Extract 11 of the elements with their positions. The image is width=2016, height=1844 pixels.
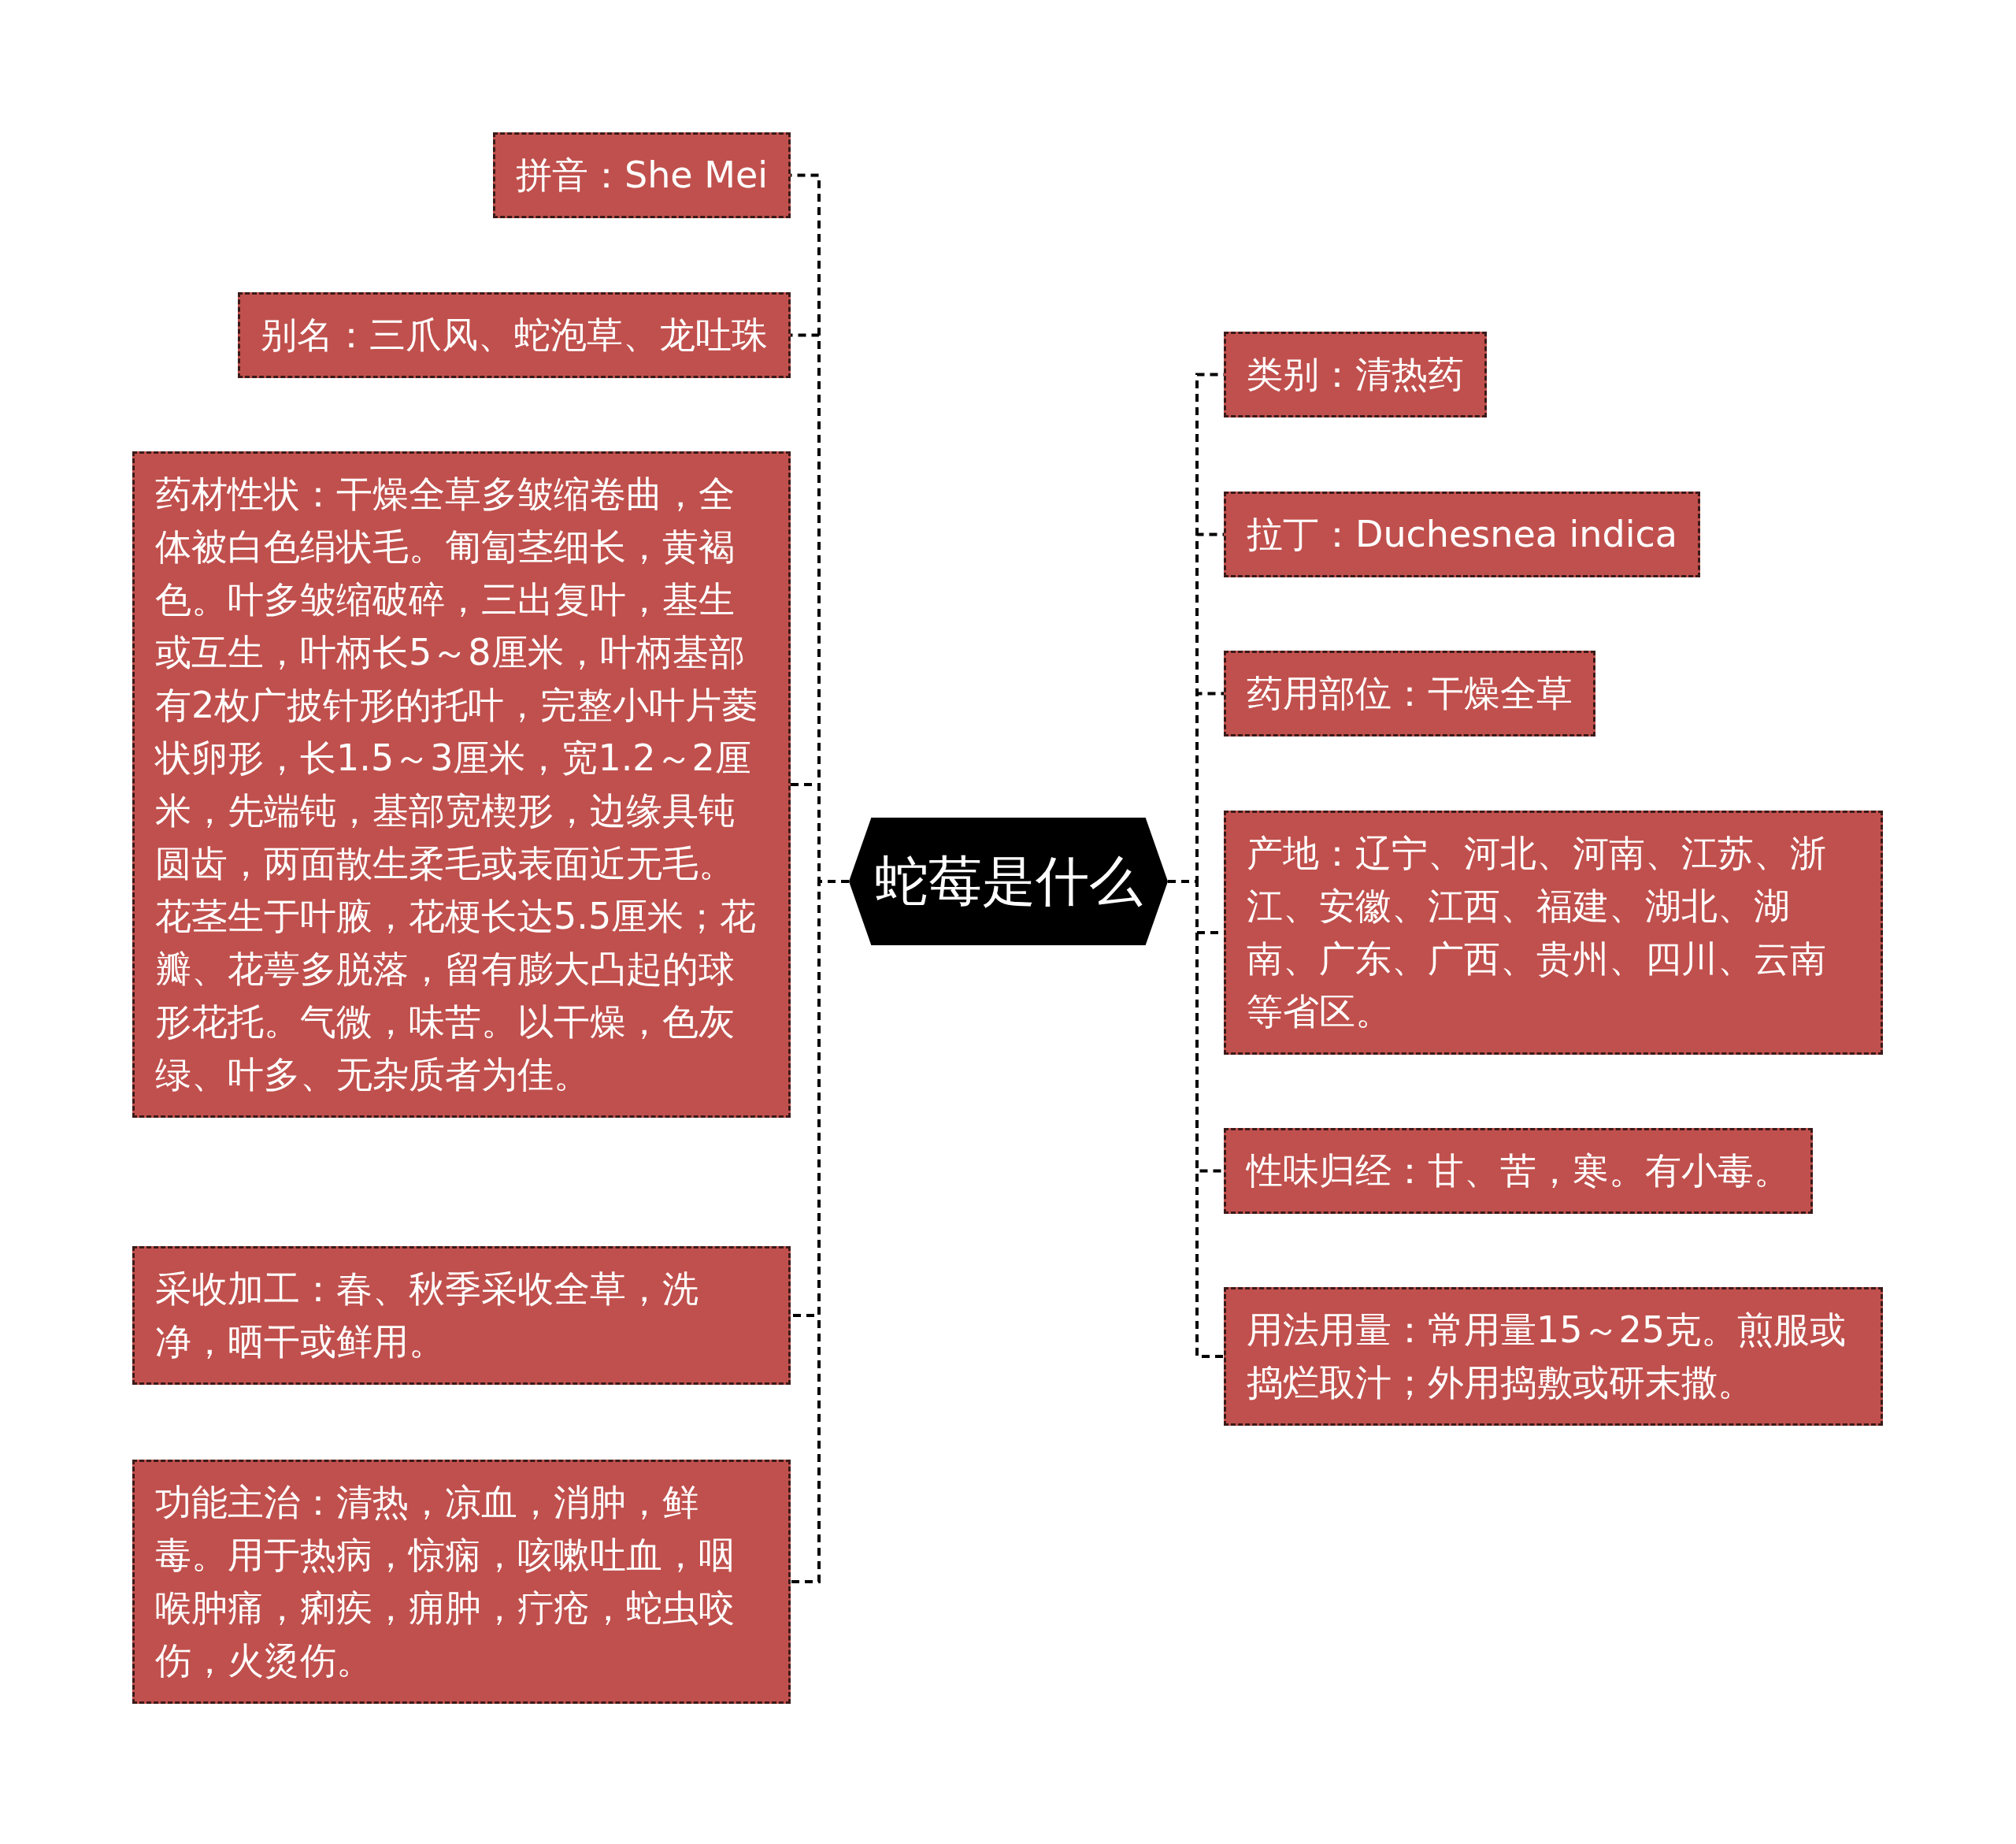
topic-box: 药用部位：干燥全草 bbox=[1224, 651, 1595, 736]
topic-box: 功能主治：清热，凉血，消肿，鲜毒。用于热病，惊痫，咳嗽吐血，咽喉肿痛，痢疾，痈肿，疔疮，蛇虫咬伤，火烫伤。 bbox=[132, 1460, 791, 1704]
topic-box: 药材性状：干燥全草多皱缩卷曲，全体被白色绢状毛。匍匐茎细长，黄褐色。叶多皱缩破碎，三出复叶，基生或互生，叶柄长5～8厘米，叶柄基部有2枚广披针形的托叶，完整小叶片菱状卵形，长1.5～3厘米，宽1.2～2厘米，先端钝，基部宽楔形，边缘具钝圆齿，两面散生柔毛或表面近无毛。花茎生于叶腋，花梗长达5.5厘米；花瓣、花萼多脱落，留有膨大凸起的球形花托。气微，味苦。以干燥，色灰绿、叶多、无杂质者为佳。 bbox=[132, 451, 791, 1118]
topic-box: 拉丁：Duchesnea indica bbox=[1224, 492, 1700, 577]
topic-box: 用法用量：常用量15～25克。煎服或捣烂取汁；外用捣敷或研末撒。 bbox=[1224, 1287, 1883, 1426]
topic-box: 采收加工：春、秋季采收全草，洗净，晒干或鲜用。 bbox=[132, 1246, 791, 1385]
topic-box: 产地：辽宁、河北、河南、江苏、浙江、安徽、江西、福建、湖北、湖南、广东、广西、贵州、四川、云南等省区。 bbox=[1224, 811, 1883, 1055]
topic-box: 性味归经：甘、苦，寒。有小毒。 bbox=[1224, 1128, 1813, 1214]
topic-box: 别名：三爪风、蛇泡草、龙吐珠 bbox=[238, 292, 791, 378]
topic-box: 类别：清热药 bbox=[1224, 332, 1487, 417]
topic-box: 拼音：She Mei bbox=[492, 132, 791, 218]
